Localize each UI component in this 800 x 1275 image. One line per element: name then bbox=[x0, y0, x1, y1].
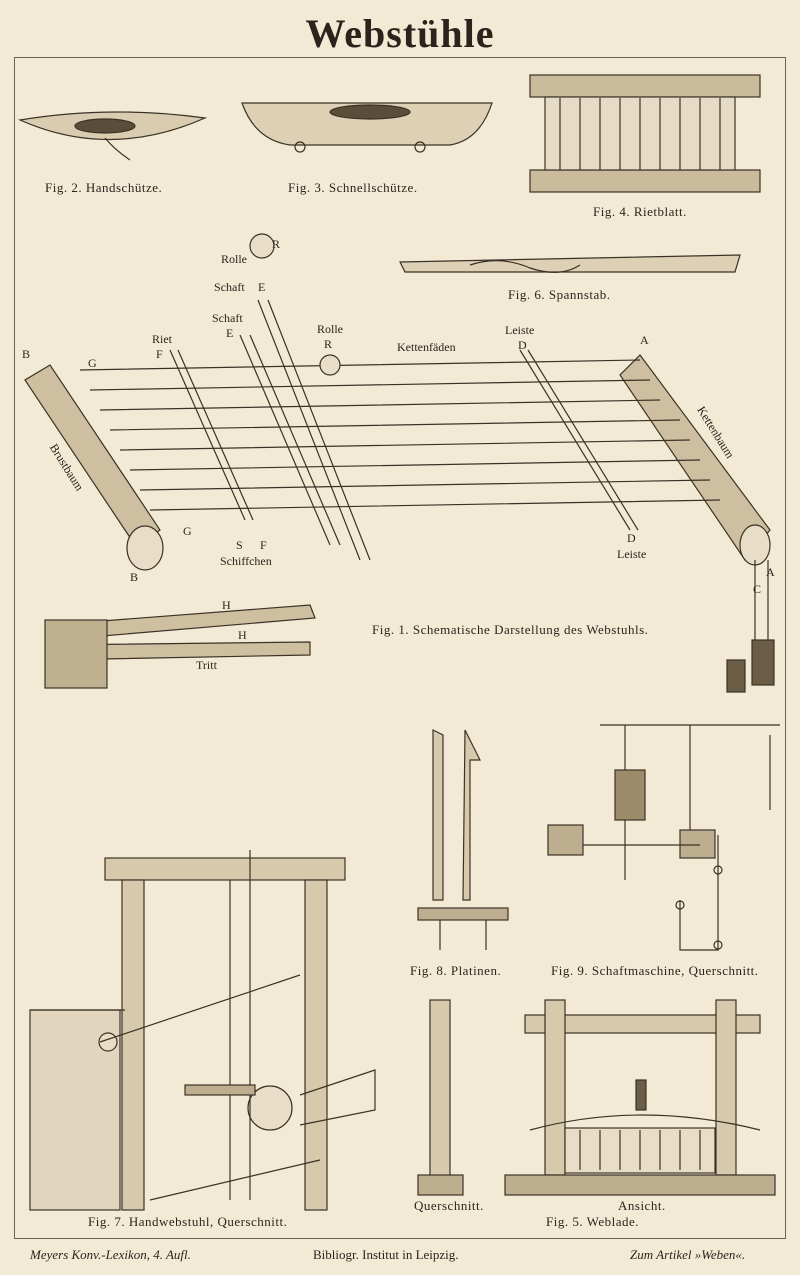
fig8-caption: Fig. 8. Platinen. bbox=[410, 963, 502, 978]
label-f-bottom: F bbox=[260, 538, 267, 552]
label-c: C bbox=[753, 582, 762, 596]
label-g-bottom: G bbox=[183, 524, 192, 538]
fig7-handwebstuhl-drawing bbox=[29, 850, 376, 1211]
label-s: S bbox=[236, 538, 243, 552]
label-schiffchen: Schiffchen bbox=[220, 554, 272, 568]
label-h-1: H bbox=[222, 598, 231, 612]
fig2-handschuetze-drawing bbox=[17, 111, 208, 161]
fig6-caption: Fig. 6. Spannstab. bbox=[508, 287, 611, 302]
label-rolle-top: Rolle bbox=[221, 252, 247, 266]
label-tritt: Tritt bbox=[196, 658, 217, 672]
fig7-caption: Fig. 7. Handwebstuhl, Querschnitt. bbox=[88, 1214, 288, 1229]
label-d-bottom: D bbox=[627, 531, 636, 545]
plate-frame bbox=[14, 57, 786, 1239]
page-title: Webstühle bbox=[305, 11, 495, 56]
label-leiste-top: Leiste bbox=[505, 323, 535, 337]
label-h-2: H bbox=[238, 628, 247, 642]
label-r-mid: R bbox=[324, 337, 333, 351]
fig4-rietblatt-drawing bbox=[529, 74, 761, 193]
label-f-top: F bbox=[156, 347, 163, 361]
fig1-loom-schematic-drawing bbox=[24, 233, 775, 693]
footer-right: Zum Artikel »Weben«. bbox=[630, 1247, 746, 1262]
label-riet: Riet bbox=[152, 332, 172, 346]
label-d-top: D bbox=[518, 338, 527, 352]
fig1-caption: Fig. 1. Schematische Darstellung des Web… bbox=[372, 622, 649, 637]
label-e-mid: E bbox=[226, 326, 234, 340]
footer-left: Meyers Konv.-Lexikon, 4. Aufl. bbox=[30, 1247, 191, 1262]
label-g-top: G bbox=[88, 356, 97, 370]
fig9-schaftmaschine-drawing bbox=[547, 724, 780, 951]
label-b-top: B bbox=[22, 347, 31, 361]
label-a-bottom: A bbox=[766, 565, 775, 579]
label-leiste-bottom: Leiste bbox=[617, 547, 647, 561]
label-schaft-1: Schaft bbox=[214, 280, 245, 294]
fig6-spannstab-drawing bbox=[399, 254, 741, 273]
label-e-top: E bbox=[258, 280, 266, 294]
footer-center: Bibliogr. Institut in Leipzig. bbox=[313, 1247, 459, 1262]
label-rolle-mid: Rolle bbox=[317, 322, 343, 336]
fig3-schnellschuetze-drawing bbox=[241, 102, 493, 153]
label-r-top: R bbox=[272, 237, 281, 251]
fig9-caption: Fig. 9. Schaftmaschine, Querschnitt. bbox=[551, 963, 759, 978]
fig5-weblade-drawing bbox=[417, 999, 776, 1196]
fig4-caption: Fig. 4. Rietblatt. bbox=[593, 204, 687, 219]
fig5-left-caption: Querschnitt. bbox=[414, 1198, 484, 1213]
fig2-caption: Fig. 2. Handschütze. bbox=[45, 180, 163, 195]
fig5-caption: Fig. 5. Weblade. bbox=[546, 1214, 640, 1229]
label-b-bottom: B bbox=[130, 570, 139, 584]
label-a-top: A bbox=[640, 333, 649, 347]
fig3-caption: Fig. 3. Schnellschütze. bbox=[288, 180, 418, 195]
fig8-platinen-drawing bbox=[417, 729, 509, 950]
label-schaft-2: Schaft bbox=[212, 311, 243, 325]
fig5-right-caption: Ansicht. bbox=[618, 1198, 666, 1213]
label-kettenfaeden: Kettenfäden bbox=[397, 340, 456, 354]
